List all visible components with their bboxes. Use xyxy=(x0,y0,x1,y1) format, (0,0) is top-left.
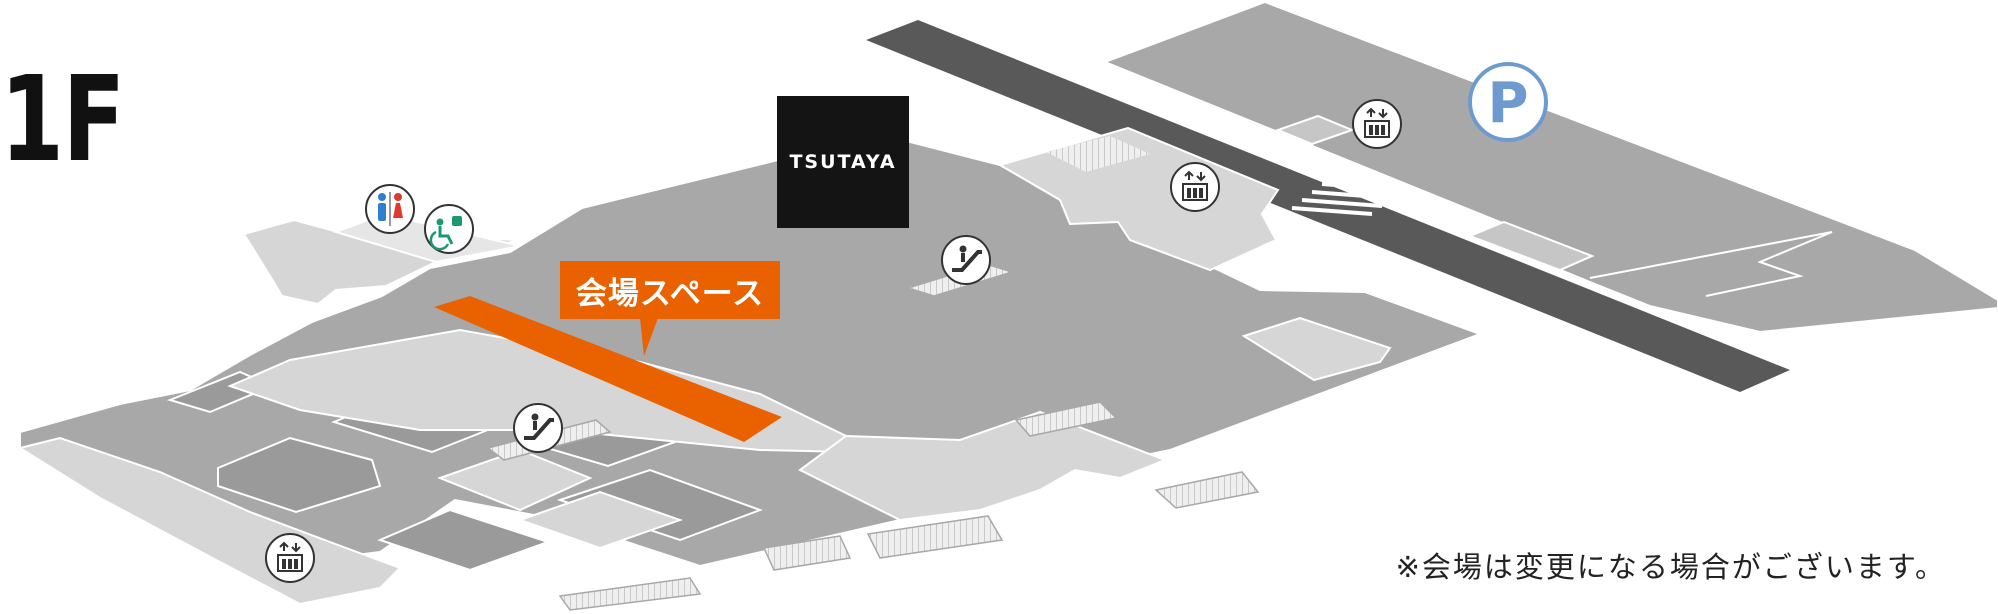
venue-pointer xyxy=(640,318,658,356)
store-name: TSUTAYA xyxy=(789,151,897,173)
corridors xyxy=(17,218,1168,606)
road xyxy=(866,20,1790,392)
parking-walls xyxy=(1589,231,1833,297)
restroom-wing xyxy=(242,218,521,306)
tsutaya-store: TSUTAYA xyxy=(777,96,909,228)
elevator-icon xyxy=(1352,99,1402,149)
escalator-icon xyxy=(941,235,991,285)
parking-ramp-lower xyxy=(1467,220,1595,272)
restroom-icon xyxy=(365,184,415,234)
elevator-hall-stairs xyxy=(1046,136,1150,172)
venue-label: 会場スペース xyxy=(560,261,780,319)
venue-space xyxy=(434,296,782,442)
elevator-icon xyxy=(265,533,315,583)
escalator-icon xyxy=(513,403,563,453)
parking-ramp xyxy=(1275,114,1355,146)
floor-label: 1F xyxy=(0,50,125,188)
elevator-icon xyxy=(1170,162,1220,212)
right-wing xyxy=(1241,316,1392,382)
accessible-restroom-icon xyxy=(424,204,474,254)
parking-icon: P xyxy=(1487,71,1528,136)
venue-change-notice: ※会場は変更になる場合がございます。 xyxy=(1395,550,1946,584)
parking-sign: P xyxy=(1468,62,1548,142)
crosswalk xyxy=(1291,166,1423,216)
